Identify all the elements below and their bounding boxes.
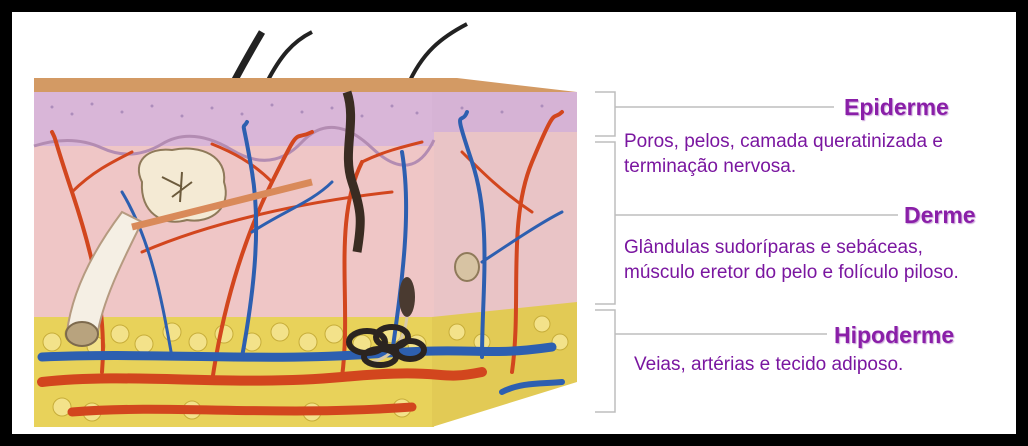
epiderme-description: Poros, pelos, camada queratinizada e ter… xyxy=(624,129,984,179)
diagram-canvas: Epiderme Poros, pelos, camada queratiniz… xyxy=(12,12,1016,434)
side-follicle xyxy=(455,253,479,281)
hipoderme-title: Hipoderme xyxy=(834,322,954,349)
epiderme-title: Epiderme xyxy=(844,94,949,121)
derme-description: Glândulas sudoríparas e sebáceas, múscul… xyxy=(624,235,984,285)
hipoderme-description: Veias, artérias e tecido adiposo. xyxy=(634,352,934,377)
sebaceous-gland xyxy=(139,149,226,222)
skin-top-surface xyxy=(34,78,577,92)
epidermis-layer xyxy=(34,92,434,146)
derme-title: Derme xyxy=(904,202,976,229)
